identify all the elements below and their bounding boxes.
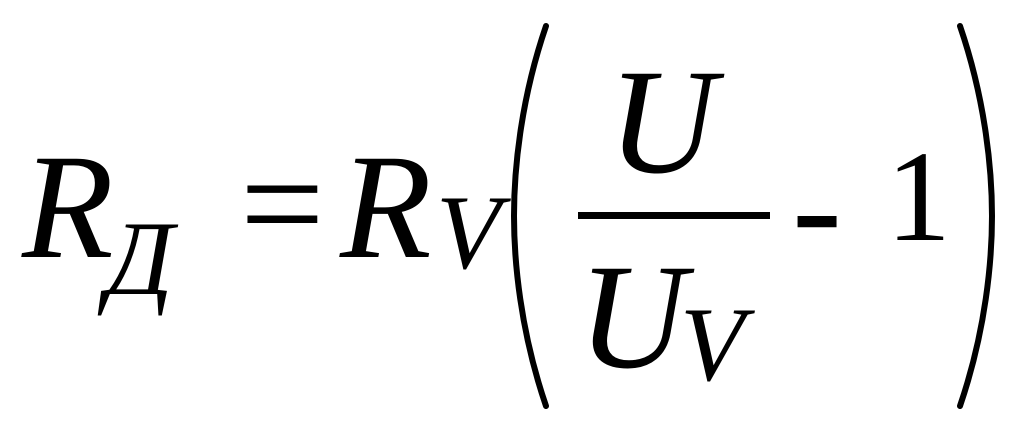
lhs-variable: R xyxy=(22,124,114,290)
rhs-subscript: V xyxy=(436,174,501,291)
right-parenthesis xyxy=(957,23,996,409)
equals-sign: = xyxy=(240,121,325,287)
fraction-numerator: U xyxy=(608,39,717,205)
lhs-subscript: Д xyxy=(106,200,174,317)
denominator-subscript: V xyxy=(680,286,745,403)
rhs-variable: R xyxy=(340,124,432,290)
constant-one: 1 xyxy=(886,125,951,269)
minus-sign: - xyxy=(792,124,842,290)
left-parenthesis xyxy=(510,23,549,409)
fraction-bar xyxy=(578,212,770,219)
fraction-denominator: U xyxy=(578,234,687,400)
